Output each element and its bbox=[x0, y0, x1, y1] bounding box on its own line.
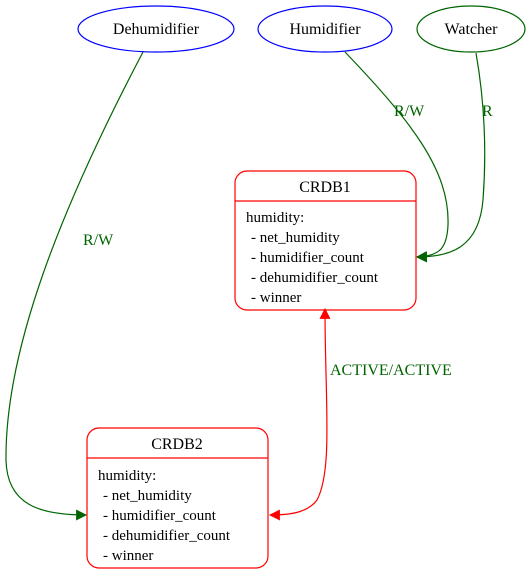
edge-dehumidifier-crdb2 bbox=[5, 51, 144, 521]
edge-label-dehumidifier-crdb2: R/W bbox=[83, 232, 114, 249]
node-crdb1-field: - net_humidity bbox=[251, 230, 340, 246]
node-crdb2-field: - winner bbox=[103, 548, 153, 564]
node-crdb2-title: CRDB2 bbox=[151, 436, 203, 453]
edge-label-watcher-crdb1: R bbox=[482, 103, 493, 120]
node-dehumidifier-label: Dehumidifier bbox=[113, 21, 200, 38]
node-crdb1-field: - humidifier_count bbox=[251, 250, 365, 266]
node-crdb2-field: - net_humidity bbox=[103, 488, 192, 504]
node-crdb2-field: - dehumidifier_count bbox=[103, 528, 231, 544]
edge-label-crdb1-crdb2: ACTIVE/ACTIVE bbox=[330, 362, 452, 379]
edge-humidifier-crdb1 bbox=[344, 51, 449, 263]
node-crdb1-header: humidity: bbox=[246, 210, 304, 226]
node-crdb2: CRDB2 humidity: - net_humidity - humidif… bbox=[86, 427, 269, 569]
edge-crdb1-crdb2 bbox=[268, 307, 331, 521]
node-crdb1-title: CRDB1 bbox=[299, 179, 351, 196]
node-humidifier: Humidifier bbox=[257, 5, 393, 53]
node-crdb1-field: - winner bbox=[251, 290, 301, 306]
node-crdb1-field: - dehumidifier_count bbox=[251, 270, 379, 286]
edge-watcher-crdb1 bbox=[415, 52, 486, 263]
node-crdb2-header: humidity: bbox=[98, 468, 156, 484]
edge-label-humidifier-crdb1: R/W bbox=[394, 103, 425, 120]
node-humidifier-label: Humidifier bbox=[289, 21, 361, 38]
node-dehumidifier: Dehumidifier bbox=[77, 5, 235, 53]
node-watcher-label: Watcher bbox=[445, 21, 499, 38]
node-crdb1: CRDB1 humidity: - net_humidity - humidif… bbox=[234, 170, 417, 311]
node-watcher: Watcher bbox=[416, 5, 526, 53]
node-crdb2-field: - humidifier_count bbox=[103, 508, 217, 524]
